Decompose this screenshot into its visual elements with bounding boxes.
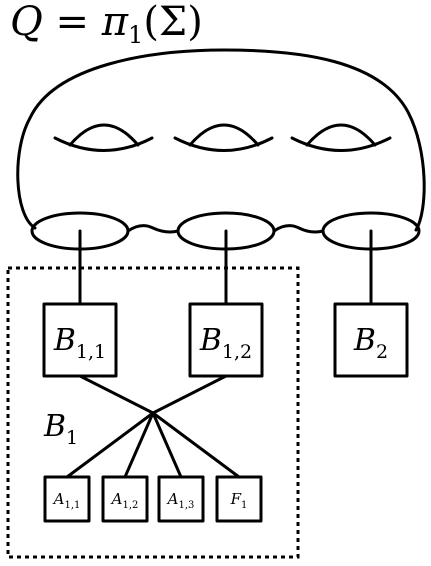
edge-junction-a12 <box>123 411 155 479</box>
title-pi-sub: 1 <box>128 21 143 49</box>
label-a11: A1,1 <box>52 490 81 511</box>
box-f1 <box>215 475 263 523</box>
edge-junction-f1 <box>151 411 241 479</box>
title-equals: = <box>43 0 102 45</box>
surface-hole-2 <box>173 123 274 152</box>
label-b12: B1,2 <box>199 323 252 363</box>
box-b2 <box>333 302 409 378</box>
box-a12 <box>101 475 149 523</box>
label-a13: A1,3 <box>166 490 195 511</box>
title-q: Q <box>10 0 43 45</box>
label-b2: B2 <box>353 323 388 363</box>
surface-hole-1 <box>53 123 154 152</box>
edge-b12-junction <box>151 374 228 415</box>
boundary-connector-2 <box>272 224 325 234</box>
surface-hole-3 <box>290 123 392 152</box>
label-a12: A1,2 <box>110 490 139 511</box>
title-pi: π <box>101 0 129 45</box>
label-b11: B1,1 <box>53 323 106 363</box>
group-b1-boundary <box>6 266 300 559</box>
edge-junction-a13 <box>151 411 183 479</box>
box-a13 <box>157 475 205 523</box>
box-a11 <box>43 475 91 523</box>
surface-outline <box>16 48 426 232</box>
label-f1: F1 <box>230 490 248 511</box>
edge-junction-a11 <box>65 411 155 479</box>
boundary-connector-1 <box>126 224 180 234</box>
title-arg: (Σ) <box>143 0 203 45</box>
label-group-b1: B1 <box>43 409 78 449</box>
diagram-title: Q = π1(Σ) <box>10 0 203 49</box>
edge-b11-junction <box>78 374 155 415</box>
